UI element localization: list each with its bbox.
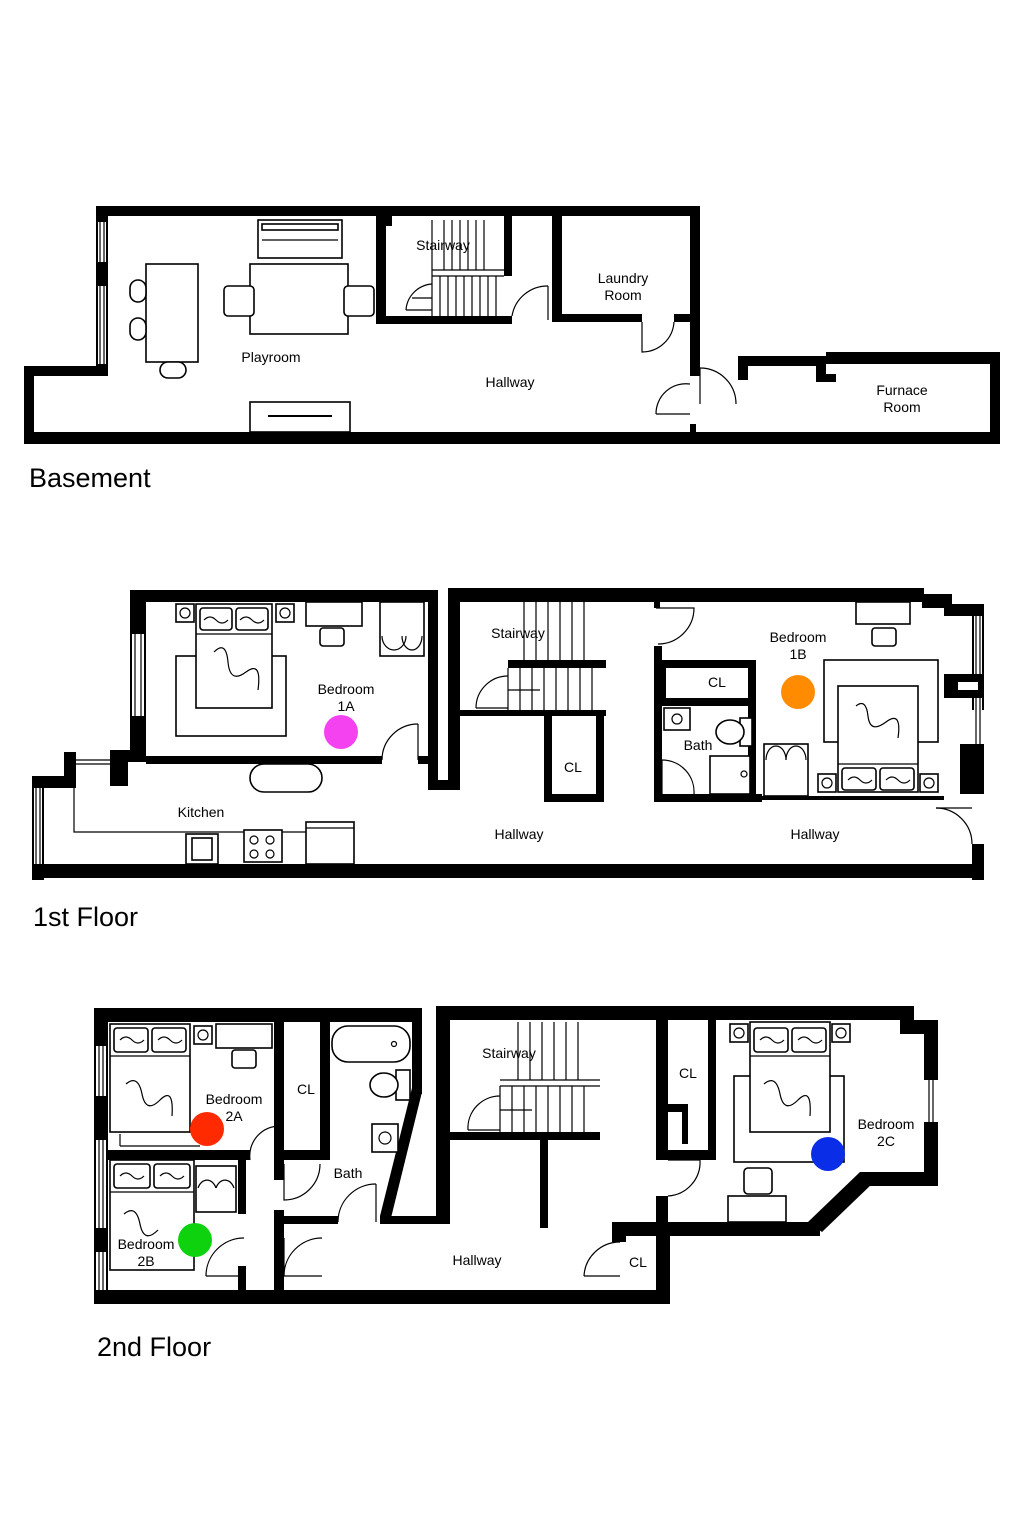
basement-laundry-label-1: Laundry: [598, 270, 649, 286]
first-hallway-left-label: Hallway: [494, 826, 543, 842]
bedroom-1b-label-1: Bedroom: [770, 629, 827, 645]
basement-playroom-label: Playroom: [241, 349, 300, 365]
first-hallway-right-label: Hallway: [790, 826, 839, 842]
bedroom-2a-marker: [190, 1112, 224, 1146]
first-floor-plan: Bedroom 1A Stairway Bedroom 1B CL Bath C…: [32, 588, 984, 932]
bedroom-2c-marker: [811, 1137, 845, 1171]
second-floor-title: 2nd Floor: [97, 1332, 211, 1362]
basement-furnace-label-1: Furnace: [876, 382, 928, 398]
bedroom-1b-label-2: 1B: [789, 646, 806, 662]
bedroom-2a-furniture: [109, 1023, 273, 1147]
second-cl-hall-label: CL: [629, 1254, 647, 1270]
first-cl-stair-label: CL: [564, 759, 582, 775]
second-floor-stairs: [450, 1022, 600, 1140]
bedroom-1a-label-1: Bedroom: [318, 681, 375, 697]
second-cl-2c-label: CL: [679, 1065, 697, 1081]
bedroom-2c-furniture: [727, 1021, 851, 1223]
kitchen-label: Kitchen: [178, 804, 225, 820]
bedroom-1a-marker: [324, 715, 358, 749]
second-bath-label: Bath: [334, 1165, 363, 1181]
basement-hallway-label: Hallway: [485, 374, 534, 390]
bedroom-2b-label-1: Bedroom: [118, 1236, 175, 1252]
basement-plan: Stairway Laundry Room Playroom Hallway F…: [24, 206, 1000, 493]
bedroom-2c-label-2: 2C: [877, 1133, 895, 1149]
first-bath-label: Bath: [684, 737, 713, 753]
first-stairway-label: Stairway: [491, 625, 545, 641]
bedroom-1b-furniture: [763, 601, 939, 797]
bedroom-1a-furniture: [175, 601, 425, 793]
basement-laundry-label-2: Room: [604, 287, 641, 303]
first-floor-stairs: [460, 602, 606, 802]
playroom-furniture: [129, 219, 375, 433]
basement-stairway-label: Stairway: [416, 237, 470, 253]
second-floor-plan: Bedroom 2A CL Bath Stairway CL Bedroom 2…: [94, 1006, 938, 1362]
second-cl-2a-label: CL: [297, 1081, 315, 1097]
first-cl-bath-label: CL: [708, 674, 726, 690]
bedroom-1a-label-2: 1A: [337, 698, 355, 714]
bedroom-2c-label-1: Bedroom: [858, 1116, 915, 1132]
bedroom-2a-label-2: 2A: [225, 1108, 243, 1124]
second-bath-fixtures: [331, 1025, 411, 1153]
second-stairway-label: Stairway: [482, 1045, 536, 1061]
bedroom-2a-label-1: Bedroom: [206, 1091, 263, 1107]
kitchen-furniture: [73, 788, 355, 865]
bedroom-2b-label-2: 2B: [137, 1253, 154, 1269]
bedroom-2b-marker: [178, 1223, 212, 1257]
second-hallway-label: Hallway: [452, 1252, 501, 1268]
bedroom-2b-furniture: [109, 1159, 237, 1271]
basement-title: Basement: [29, 463, 151, 493]
basement-furnace-label-2: Room: [883, 399, 920, 415]
basement-stairs: [405, 220, 504, 316]
bedroom-1b-marker: [781, 675, 815, 709]
first-floor-title: 1st Floor: [33, 902, 138, 932]
